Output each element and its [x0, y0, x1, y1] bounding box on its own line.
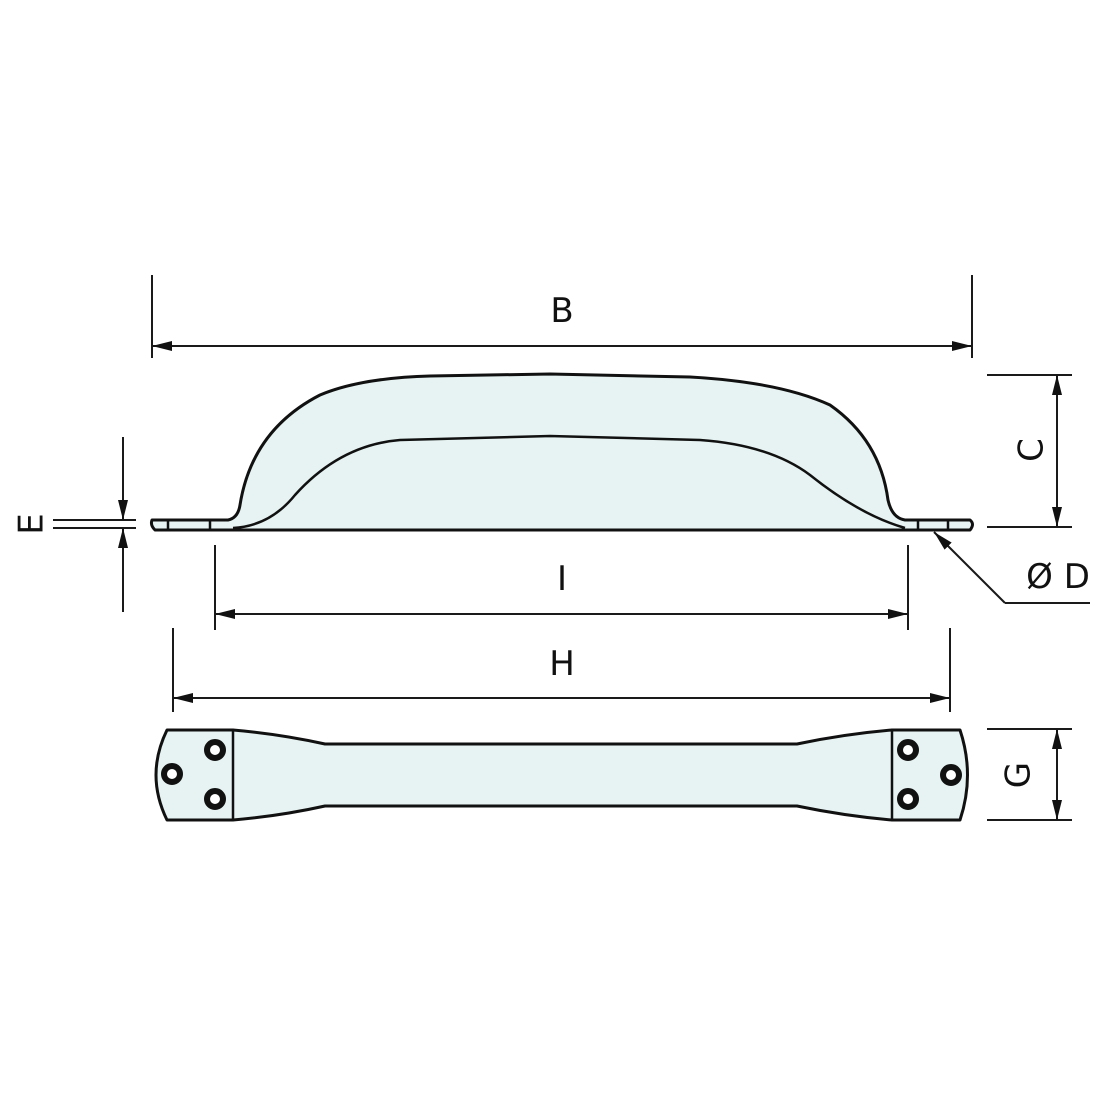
dimension-b: B: [151, 275, 973, 358]
dimension-h: H: [172, 628, 951, 712]
label-c: C: [1012, 438, 1052, 462]
top-view: [154, 728, 969, 822]
handle-inner-curve: [232, 434, 906, 530]
handle-top-profile: [154, 728, 969, 822]
mounting-hole: [940, 764, 962, 786]
label-e: E: [12, 513, 52, 534]
mounting-hole: [897, 739, 919, 761]
label-b: B: [550, 291, 573, 331]
label-i: I: [557, 559, 567, 599]
label-d: Ø D: [1026, 557, 1090, 597]
mounting-hole: [204, 739, 226, 761]
dimension-g: G: [987, 728, 1072, 821]
dimension-d: Ø D: [933, 531, 1090, 604]
mounting-hole: [204, 788, 226, 810]
label-g: G: [999, 762, 1039, 788]
dimension-c: C: [987, 374, 1072, 528]
label-h: H: [549, 644, 575, 684]
handle-side-profile: [149, 372, 974, 532]
dimension-e: E: [12, 437, 136, 612]
mounting-hole: [161, 763, 183, 785]
dimension-i: I: [214, 545, 909, 630]
side-view: [149, 372, 974, 532]
mounting-hole: [897, 788, 919, 810]
